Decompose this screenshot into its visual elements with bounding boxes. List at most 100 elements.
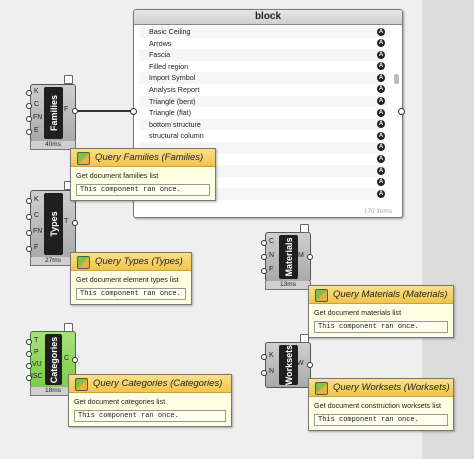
tooltip-header: Query Categories (Categories) xyxy=(69,375,231,393)
panel-list-item[interactable]: Triangle (bent)A xyxy=(139,95,387,108)
output-pin-label: M xyxy=(298,252,304,259)
worksets-body[interactable]: Worksets xyxy=(265,342,311,388)
input-grip[interactable] xyxy=(26,103,32,109)
input-grip[interactable] xyxy=(26,230,32,236)
preview-toggle[interactable] xyxy=(64,75,73,84)
input-grip[interactable] xyxy=(261,370,267,376)
preview-toggle[interactable] xyxy=(64,323,73,332)
panel-list-item[interactable]: Analysis Report A xyxy=(139,84,387,96)
input-grip[interactable] xyxy=(26,375,32,381)
worksets-label-bar: Worksets xyxy=(279,345,298,385)
input-grip[interactable] xyxy=(26,246,32,252)
panel-scrollbar[interactable] xyxy=(394,28,399,211)
panel-list-item[interactable]: A xyxy=(139,177,387,189)
panel-item-text: Basic Ceiling xyxy=(149,27,191,36)
output-pin-label: W xyxy=(297,360,304,367)
input-grip[interactable] xyxy=(26,116,32,122)
panel-list-item[interactable]: bottom structure A xyxy=(139,118,387,131)
tooltip-query-worksets: Query Worksets (Worksets) Get document c… xyxy=(308,378,454,431)
tooltip-runtime-message: This component ran once. xyxy=(76,184,210,196)
panel-item-text: bottom structure xyxy=(149,119,201,129)
input-grip[interactable] xyxy=(26,198,32,204)
revit-element-icon: A xyxy=(377,50,385,59)
input-grip[interactable] xyxy=(261,354,267,360)
component-name: Families xyxy=(48,94,59,132)
input-grip[interactable] xyxy=(26,214,32,220)
scrollbar-thumb[interactable] xyxy=(394,74,399,84)
input-pin-label: C xyxy=(269,238,275,245)
panel-list-item[interactable]: A xyxy=(139,141,387,154)
panel-item-text: Analysis Report xyxy=(149,84,200,94)
revit-element-icon: A xyxy=(377,178,385,187)
tooltip-query-materials: Query Materials (Materials) Get document… xyxy=(308,285,454,338)
input-grip[interactable] xyxy=(26,90,32,96)
tooltip-title: Query Materials (Materials) xyxy=(333,289,448,300)
component-name: Categories xyxy=(48,336,59,383)
input-grip[interactable] xyxy=(261,240,267,246)
output-grip[interactable] xyxy=(307,254,313,260)
input-pin-label: F xyxy=(269,266,274,273)
output-grip[interactable] xyxy=(307,362,313,368)
tooltip-description: Get document categories list xyxy=(74,397,166,406)
revit-element-icon: A xyxy=(377,189,385,198)
tooltip-header: Query Materials (Materials) xyxy=(309,286,453,304)
panel-item-text: Arrows xyxy=(149,38,172,48)
output-pin-label: C xyxy=(64,355,70,362)
component-name: Worksets xyxy=(283,344,294,386)
input-pin-label: ISC xyxy=(31,373,43,380)
tooltip-runtime-message: This component ran once. xyxy=(76,288,186,300)
output-grip[interactable] xyxy=(72,108,78,114)
tooltip-description: Get document element types list xyxy=(76,275,179,284)
panel-item-text: Filled region xyxy=(149,61,189,71)
input-pin-label: K xyxy=(34,88,39,95)
tooltip-runtime-message: This component ran once. xyxy=(314,414,448,426)
panel-output-grip[interactable] xyxy=(398,108,405,115)
panel-list-item[interactable]: Triangle (flat)A xyxy=(139,107,387,119)
input-grip[interactable] xyxy=(261,268,267,274)
output-grip[interactable] xyxy=(72,220,78,226)
wire-families-to-panel xyxy=(74,110,132,112)
tooltip-runtime-message: This component ran once. xyxy=(314,321,448,333)
revit-element-icon: A xyxy=(377,85,385,94)
preview-toggle[interactable] xyxy=(300,334,309,343)
revit-element-icon: A xyxy=(377,27,385,36)
tooltip-header: Query Types (Types) xyxy=(71,253,191,271)
panel-list-item[interactable]: Basic Ceiling A xyxy=(139,26,387,38)
input-pin-label: K xyxy=(269,352,274,359)
panel-item-text: Triangle (flat) xyxy=(149,108,192,118)
tooltip-description: Get document construction worksets list xyxy=(314,401,442,410)
families-body[interactable]: Families xyxy=(30,84,76,142)
tooltip-query-types: Query Types (Types) Get document element… xyxy=(70,252,192,305)
tooltip-title: Query Types (Types) xyxy=(95,256,183,267)
input-grip[interactable] xyxy=(26,339,32,345)
tooltip-query-categories: Query Categories (Categories) Get docume… xyxy=(68,374,232,427)
types-body[interactable]: Types xyxy=(30,190,76,258)
input-grip[interactable] xyxy=(261,254,267,260)
categories-body[interactable]: Categories xyxy=(30,331,76,388)
input-grip[interactable] xyxy=(26,363,32,369)
tooltip-title: Query Families (Families) xyxy=(95,152,204,163)
panel-list-item[interactable]: A xyxy=(139,165,387,177)
panel-list-item[interactable]: A xyxy=(139,154,387,166)
output-pin-label: T xyxy=(64,218,69,225)
input-pin-label: P xyxy=(34,349,39,356)
revit-element-icon: A xyxy=(377,166,385,175)
materials-body[interactable]: Materials xyxy=(265,232,311,282)
panel-input-grip[interactable] xyxy=(130,108,137,115)
preview-toggle[interactable] xyxy=(300,224,309,233)
output-grip[interactable] xyxy=(72,357,78,363)
output-pin-label: F xyxy=(64,106,69,113)
input-grip[interactable] xyxy=(26,351,32,357)
families-label-bar: Families xyxy=(44,87,63,139)
revit-element-icon: A xyxy=(377,120,385,129)
input-grip[interactable] xyxy=(26,129,32,135)
panel-list-item[interactable]: A xyxy=(139,188,387,200)
component-name: Materials xyxy=(283,237,294,277)
